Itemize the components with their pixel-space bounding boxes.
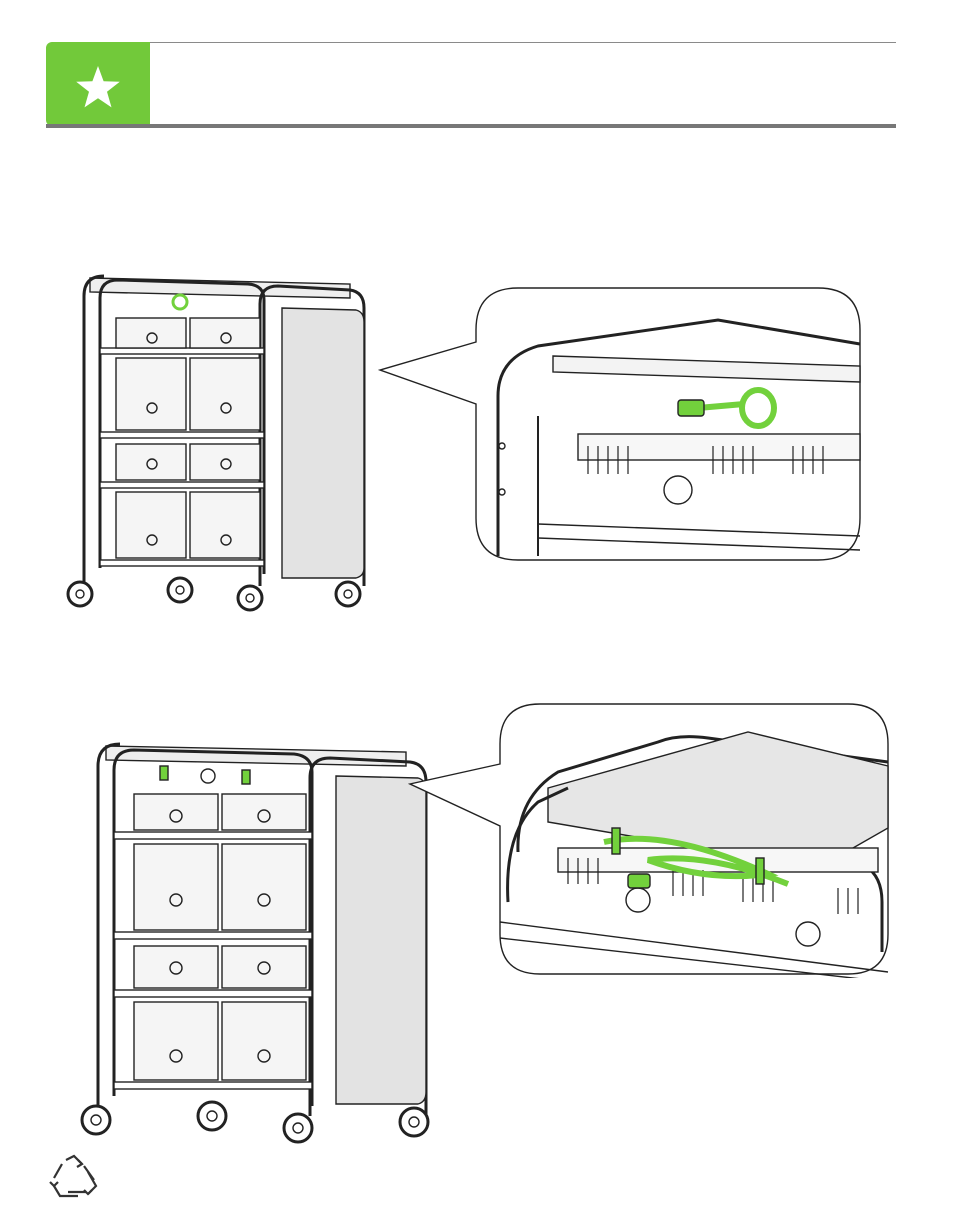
header-badge [46,42,150,126]
cart-figure-2 [66,736,446,1156]
recycle-icon [48,1154,100,1205]
callout-detail-2 [408,702,890,978]
detail-view [378,286,862,562]
cart-illustration [66,736,446,1156]
callout-detail-1 [378,286,862,562]
detail-view [408,702,890,978]
cart-illustration [50,268,380,628]
star-icon [46,42,150,126]
header-rule-top [150,42,896,43]
header-rule-bottom [46,124,896,128]
cart-figure-1 [50,268,380,628]
